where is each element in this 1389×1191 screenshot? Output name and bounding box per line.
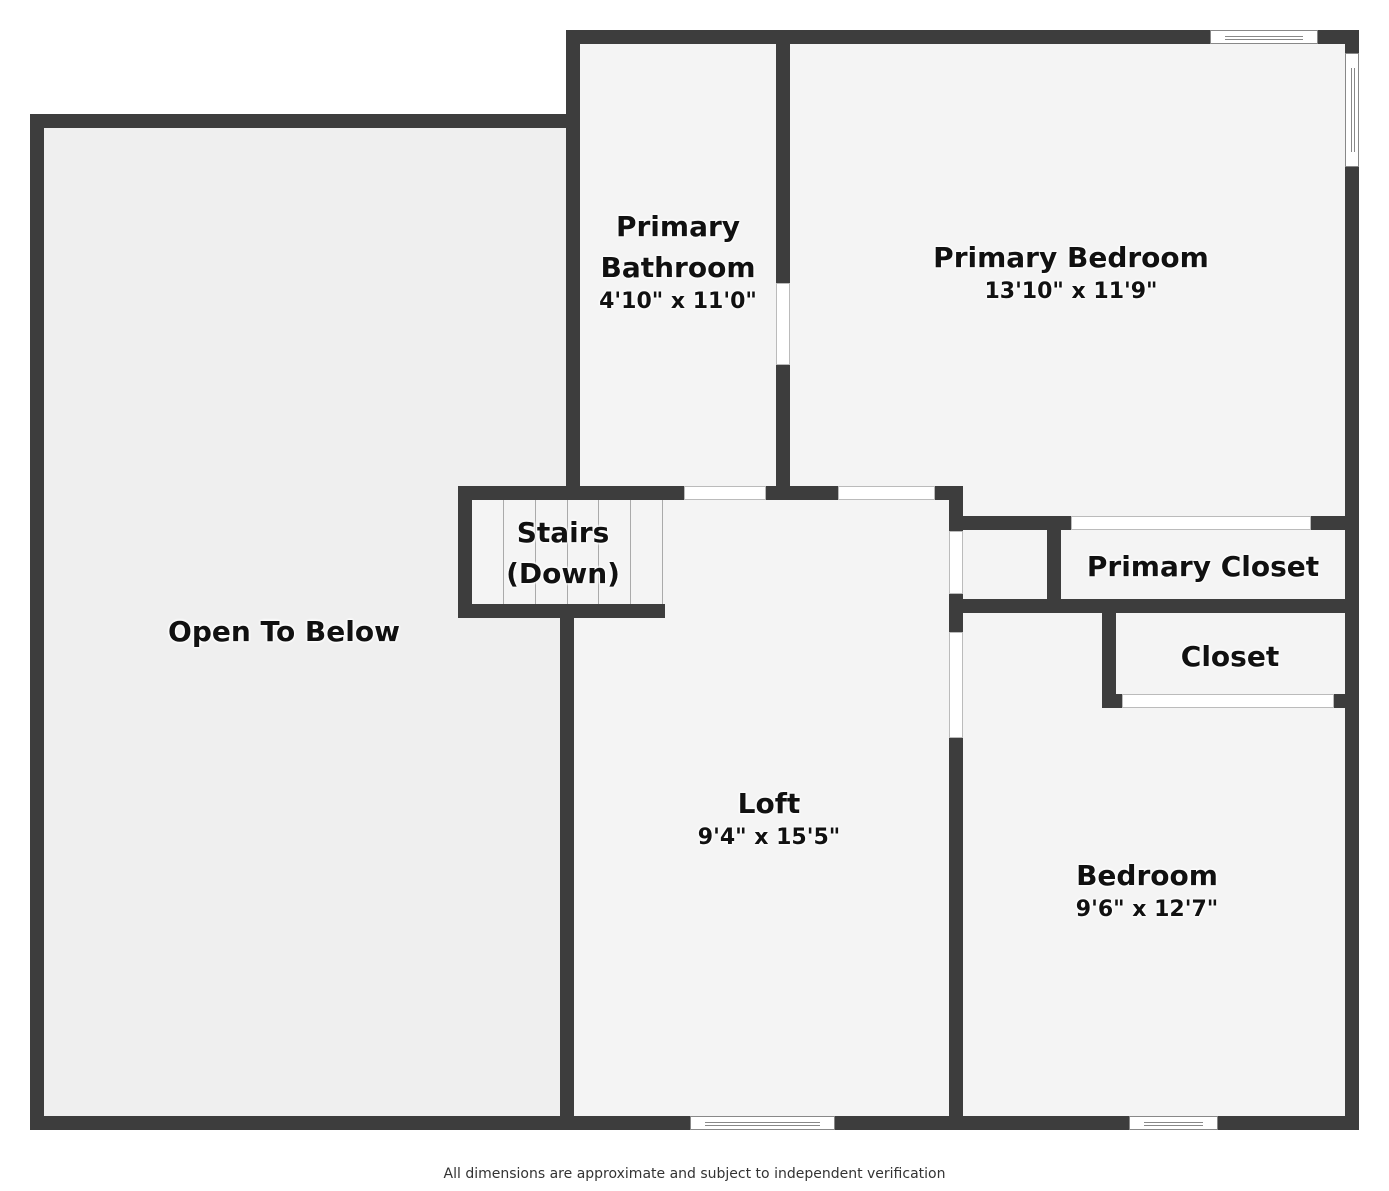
door-opening[interactable] <box>776 283 790 365</box>
wall <box>776 30 790 500</box>
room-name: Open To Below <box>168 615 400 648</box>
primary-bedroom-floor <box>790 44 1345 516</box>
room-name: (Down) <box>506 557 620 590</box>
door-opening[interactable] <box>684 486 766 500</box>
room-dimensions: 4'10" x 11'0" <box>599 289 757 314</box>
window <box>1210 30 1318 44</box>
primary-closet-label: Primary Closet <box>1087 546 1319 587</box>
room-name: Closet <box>1180 640 1280 673</box>
room-name: Bedroom <box>1076 859 1218 892</box>
wall <box>30 114 580 128</box>
door-opening[interactable] <box>838 486 935 500</box>
window <box>690 1116 835 1130</box>
room-name: Primary Bedroom <box>933 241 1209 274</box>
open-to-below-floor <box>44 128 566 1116</box>
window <box>1345 53 1359 167</box>
wall <box>1047 516 1061 613</box>
room-name: Loft <box>737 787 801 820</box>
bedroom-label: Bedroom 9'6" x 12'7" <box>1076 855 1218 924</box>
stairs-label: Stairs (Down) <box>506 512 620 594</box>
wall <box>1102 599 1116 708</box>
stair-tread <box>567 500 568 604</box>
stair-tread <box>503 500 504 604</box>
wall <box>30 114 44 1130</box>
wall <box>566 30 580 500</box>
wall <box>949 599 1359 613</box>
wall <box>458 486 472 618</box>
room-name: Bathroom <box>600 251 756 284</box>
door-opening[interactable] <box>949 531 963 594</box>
room-dimensions: 9'6" x 12'7" <box>1075 897 1219 922</box>
closets-floor <box>963 530 1345 1116</box>
room-name: Stairs <box>516 516 610 549</box>
door-opening[interactable] <box>1071 516 1311 530</box>
primary-bathroom-floor <box>580 44 776 486</box>
door-opening[interactable] <box>949 632 963 738</box>
loft-label: Loft 9'4" x 15'5" <box>698 783 840 852</box>
stair-tread <box>662 500 663 604</box>
wall <box>566 30 1359 44</box>
stair-tread <box>598 500 599 604</box>
room-name: Primary <box>615 210 741 243</box>
stair-tread <box>630 500 631 604</box>
closet-label: Closet <box>1181 636 1279 677</box>
wall <box>1345 30 1359 1130</box>
open-to-below-label: Open To Below <box>168 611 400 652</box>
wall <box>560 604 574 1130</box>
primary-bathroom-label: Primary Bathroom 4'10" x 11'0" <box>599 206 757 316</box>
door-opening[interactable] <box>1122 694 1334 708</box>
room-name: Primary Closet <box>1086 550 1320 583</box>
loft-floor <box>574 500 949 1116</box>
primary-bedroom-label: Primary Bedroom 13'10" x 11'9" <box>933 237 1209 306</box>
room-dimensions: 9'4" x 15'5" <box>697 825 841 850</box>
room-dimensions: 13'10" x 11'9" <box>984 279 1158 304</box>
window <box>1129 1116 1218 1130</box>
stair-tread <box>535 500 536 604</box>
disclaimer: All dimensions are approximate and subje… <box>443 1166 946 1182</box>
